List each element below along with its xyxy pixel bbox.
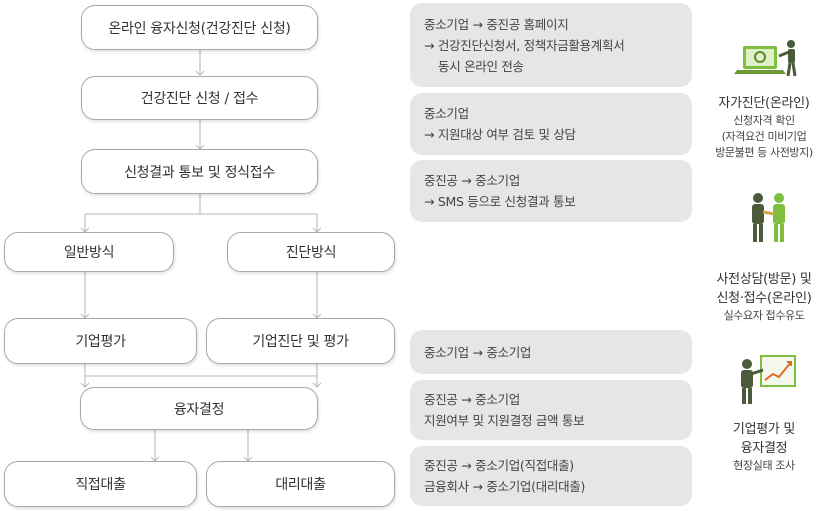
side-note-title: 융자결정 xyxy=(740,441,788,456)
side-note-title: 자가진단(온라인) xyxy=(718,96,810,111)
branch-general: 일반방식 xyxy=(4,232,174,272)
desc-line: 지원여부 및 지원결정 금액 통보 xyxy=(424,413,585,428)
side-note-sub: (자격요건 미비기업 xyxy=(721,130,807,143)
handshake-icon xyxy=(752,193,785,242)
desc-line: 금융회사 → 중소기업(대리대출) xyxy=(424,479,586,494)
step-direct-loan: 직접대출 xyxy=(4,461,197,507)
desc-line: 중소기업 → 중소기업 xyxy=(424,344,532,360)
desc-line: → SMS 등으로 신청결과 통보 xyxy=(424,194,576,209)
side-note-title: 신청·접수(온라인) xyxy=(716,291,812,306)
step-company-evaluation: 기업평가 xyxy=(4,318,197,364)
side-note-sub: 현장실태 조사 xyxy=(733,459,795,472)
side-note-title: 기업평가 및 xyxy=(732,422,796,437)
step-loan-decision: 융자결정 xyxy=(80,387,318,430)
side-note-sub: 방문불편 등 사전방지) xyxy=(715,146,813,159)
desc-line: → 지원대상 여부 검토 및 상담 xyxy=(424,127,576,142)
desc-line: 중소기업 xyxy=(424,106,469,121)
chart-presentation-icon xyxy=(741,355,796,404)
side-note-sub: 실수요자 접수유도 xyxy=(723,309,805,322)
desc-evaluation: 중소기업 → 중소기업 xyxy=(410,330,692,374)
side-note-consult: 사전상담(방문) 및 신청·접수(온라인) 실수요자 접수유도 xyxy=(704,270,824,324)
desc-notice: 중진공 → 중소기업 → SMS 등으로 신청결과 통보 xyxy=(410,160,692,222)
desc-line: → 건강진단신청서, 정책자금활용계획서 xyxy=(424,37,625,53)
desc-line: 중진공 → 중소기업(직접대출) xyxy=(424,458,574,473)
step-receipt: 건강진단 신청 / 접수 xyxy=(81,76,318,120)
desc-line: 중진공 → 중소기업 xyxy=(424,173,520,188)
desc-line: 중소기업 → 중진공 홈페이지 xyxy=(424,16,569,32)
side-note-evaluation: 기업평가 및 융자결정 현장실태 조사 xyxy=(704,420,824,474)
desc-receipt: 중소기업 → 지원대상 여부 검토 및 상담 xyxy=(410,93,692,155)
step-diagnosis-evaluation: 기업진단 및 평가 xyxy=(206,318,395,364)
branch-diagnosis: 진단방식 xyxy=(227,232,395,272)
desc-application: 중소기업 → 중진공 홈페이지 → 건강진단신청서, 정책자금활용계획서 동시 … xyxy=(410,3,692,87)
side-note-sub: 신청자격 확인 xyxy=(733,114,795,127)
desc-decision: 중진공 → 중소기업 지원여부 및 지원결정 금액 통보 xyxy=(410,380,692,440)
desc-loan: 중진공 → 중소기업(직접대출) 금융회사 → 중소기업(대리대출) xyxy=(410,446,692,506)
laptop-person-icon xyxy=(734,40,797,77)
desc-line: 동시 온라인 전송 xyxy=(438,58,524,74)
step-result-notice: 신청결과 통보 및 정식접수 xyxy=(81,149,318,194)
side-note-self-check: 자가진단(온라인) 신청자격 확인 (자격요건 미비기업 방문불편 등 사전방지… xyxy=(704,94,824,161)
desc-line: 중진공 → 중소기업 xyxy=(424,392,520,407)
side-note-title: 사전상담(방문) 및 xyxy=(716,272,812,287)
step-agency-loan: 대리대출 xyxy=(206,461,395,507)
step-online-application: 온라인 융자신청(건강진단 신청) xyxy=(81,5,318,50)
